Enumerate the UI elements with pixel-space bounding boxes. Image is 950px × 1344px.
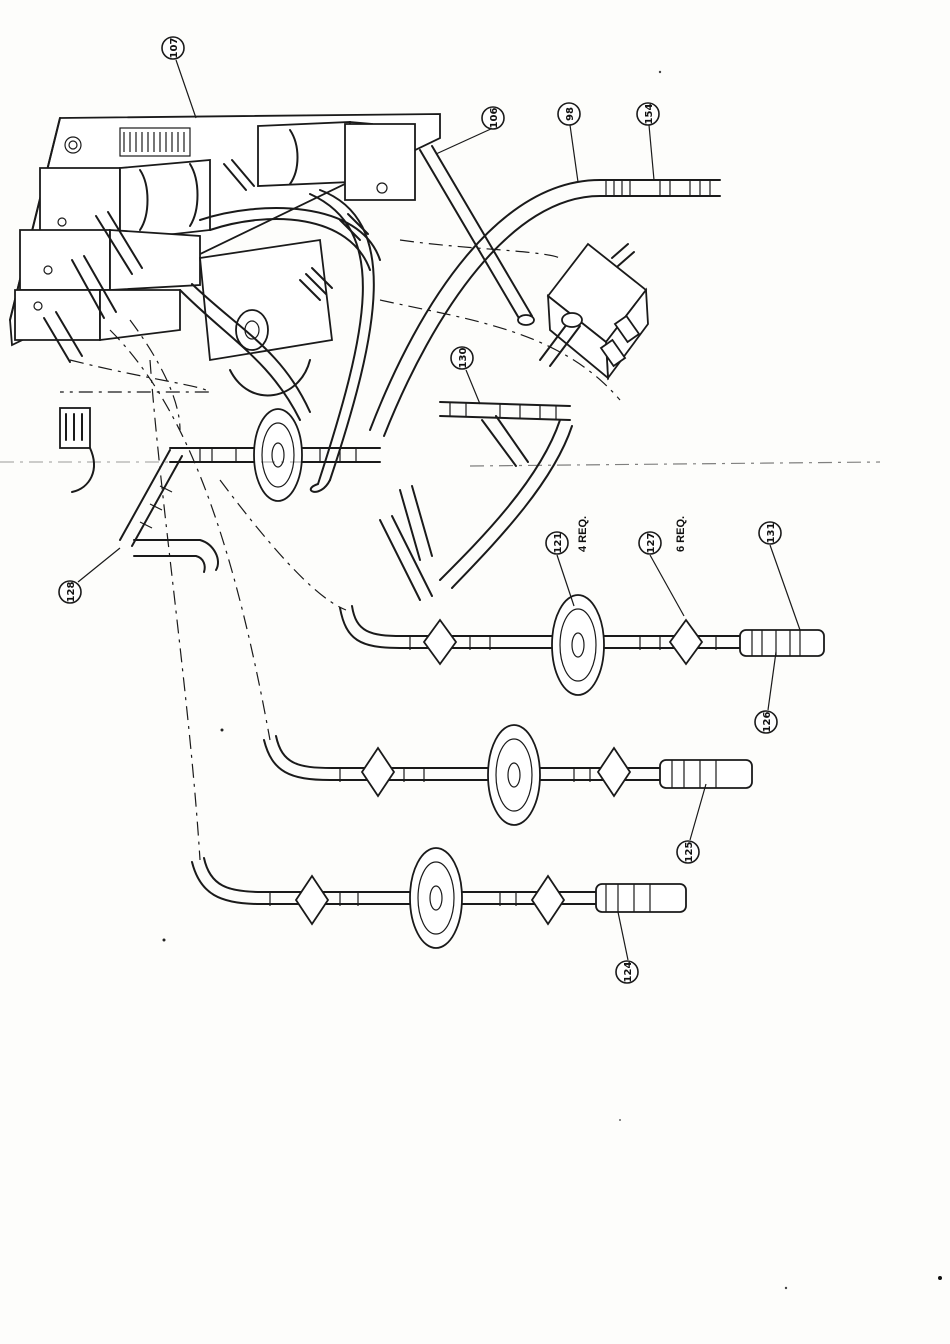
callout-126-label: 126 <box>762 712 773 733</box>
callout-106-label: 106 <box>489 108 500 129</box>
callout-128-label: 128 <box>66 582 77 603</box>
tube-assembly-lower <box>192 848 686 948</box>
tee-assembly-130 <box>380 402 572 600</box>
callout-130-label: 130 <box>458 348 469 369</box>
callout-98-label: 98 <box>565 107 576 121</box>
note-6-req: 6 REQ. <box>675 516 687 552</box>
note-4-req: 4 REQ. <box>577 516 589 552</box>
callout-126: 126 <box>755 711 777 733</box>
callout-121: 121 <box>546 532 568 554</box>
callout-106: 106 <box>482 107 504 129</box>
callout-131: 131 <box>759 522 781 544</box>
callout-107: 107 <box>162 37 184 59</box>
callout-127-label: 127 <box>646 533 657 554</box>
pressure-switch <box>540 244 648 378</box>
cylinder-reservoir <box>200 240 332 395</box>
solenoid-block-1 <box>40 160 210 240</box>
callout-125-label: 125 <box>684 842 695 863</box>
callout-154: 154 <box>637 103 659 125</box>
callout-125: 125 <box>677 841 699 863</box>
callout-124: 124 <box>616 961 638 983</box>
solenoid-block-5 <box>345 124 415 200</box>
callout-154-label: 154 <box>644 104 655 125</box>
callout-107-label: 107 <box>169 38 180 59</box>
solenoid-block-3 <box>15 290 180 340</box>
callout-128: 128 <box>59 581 81 603</box>
rod-106 <box>420 146 534 325</box>
callout-127: 127 <box>639 532 661 554</box>
callout-131-label: 131 <box>766 523 777 544</box>
callout-98: 98 <box>558 103 580 125</box>
callout-130: 130 <box>451 347 473 369</box>
tube-assembly-middle <box>264 725 752 825</box>
hose-98 <box>370 180 720 436</box>
callout-124-label: 124 <box>623 962 634 983</box>
tube-assembly-upper <box>340 595 824 695</box>
connector-plug <box>60 408 94 492</box>
callout-121-label: 121 <box>553 533 564 554</box>
